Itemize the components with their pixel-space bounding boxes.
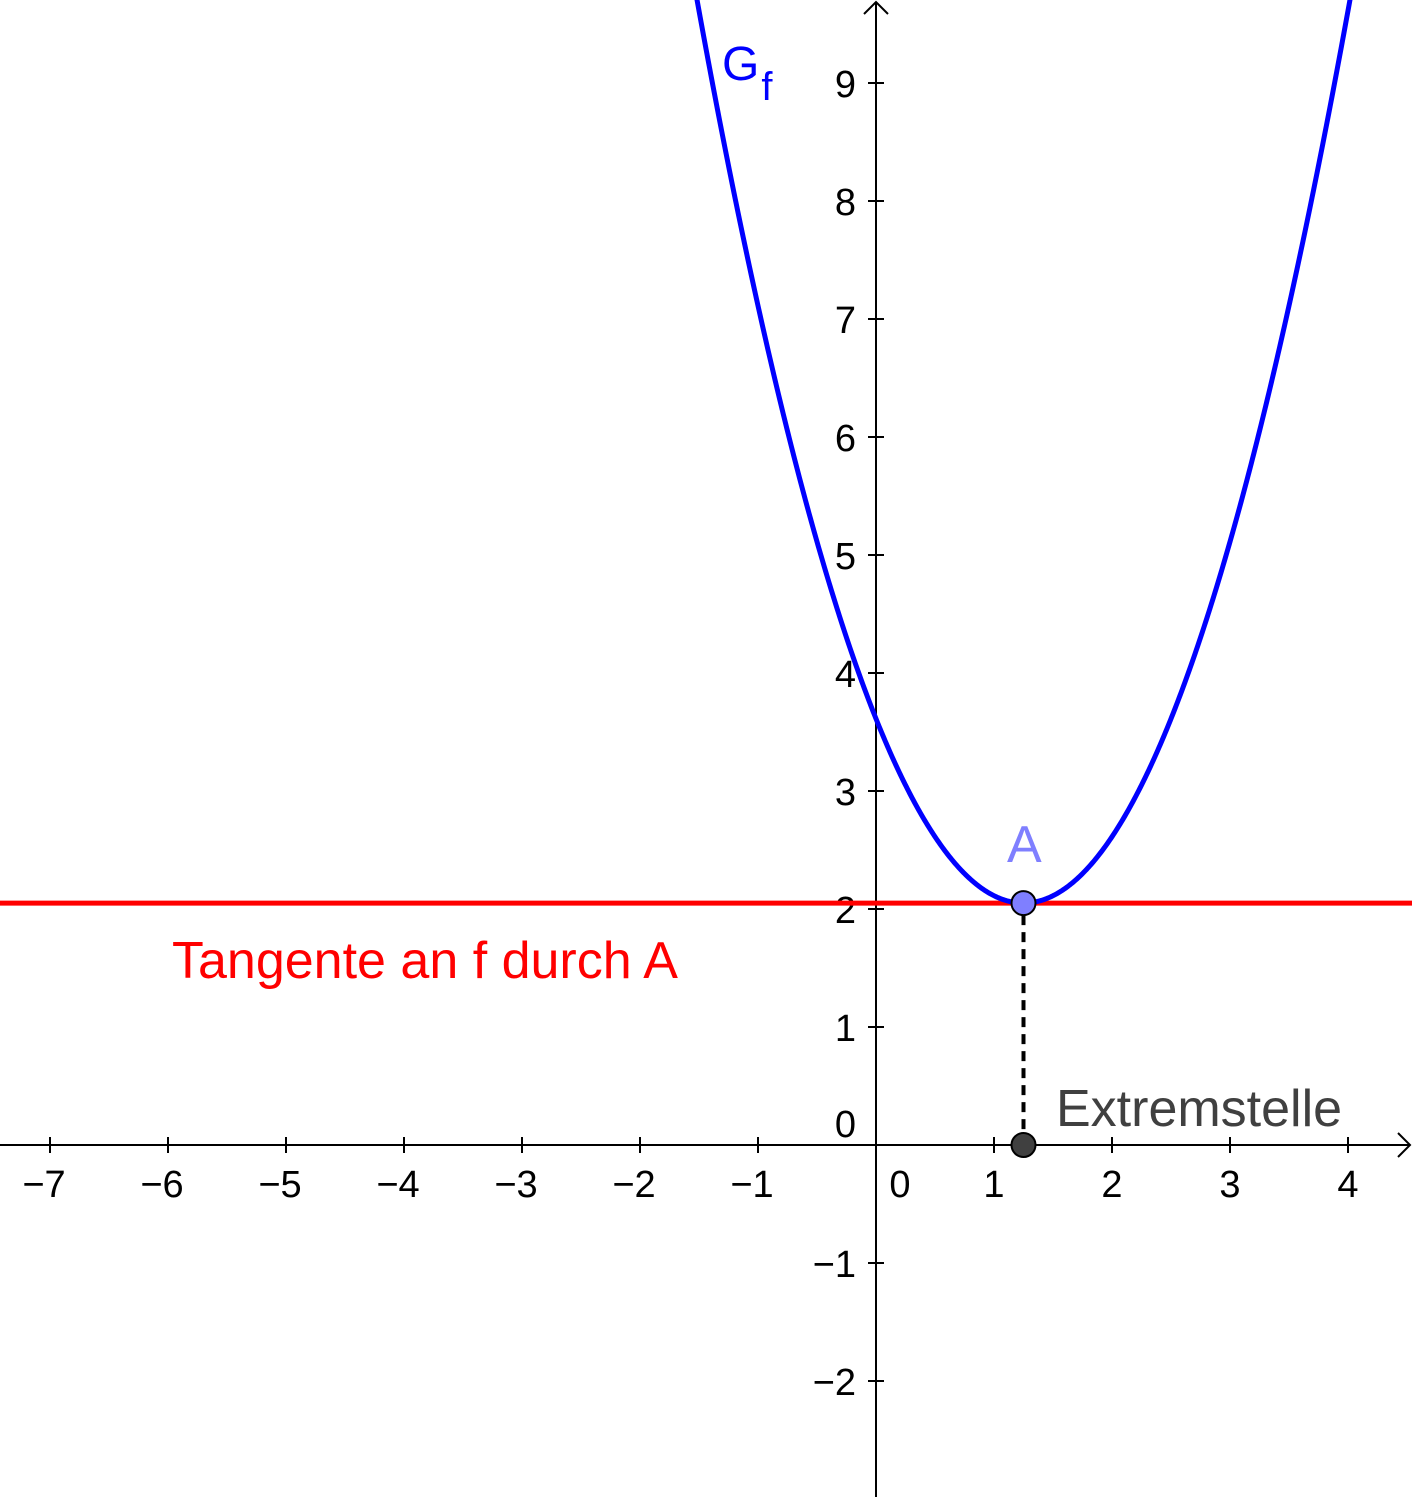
x-tick-label: −4 — [376, 1164, 419, 1206]
x-tick-label: −5 — [258, 1164, 301, 1206]
x-tick-label: 2 — [1101, 1164, 1122, 1206]
y-tick-label: −2 — [813, 1362, 856, 1404]
y-tick-label: 7 — [835, 300, 856, 342]
x-tick-label: 4 — [1337, 1164, 1358, 1206]
y-tick-label: 2 — [835, 890, 856, 932]
y-tick-label: 3 — [835, 772, 856, 814]
y-tick-label: 6 — [835, 418, 856, 460]
curve-name-label: Gf — [722, 38, 773, 109]
y-ticks: −2 −1 0 1 2 3 4 5 6 7 8 9 — [813, 64, 884, 1404]
point-extremstelle — [1010, 1132, 1037, 1158]
tangent-label: Tangente an f durch A — [172, 932, 678, 990]
y-tick-label: −1 — [813, 1244, 856, 1286]
y-tick-label: 8 — [835, 182, 856, 224]
y-tick-label: 9 — [835, 64, 856, 106]
x-ticks: −7 −6 −5 −4 −3 −2 −1 0 1 2 3 4 — [22, 1137, 1359, 1206]
x-tick-label: 1 — [983, 1164, 1004, 1206]
x-tick-label: −1 — [730, 1164, 773, 1206]
curve-name-main: G — [722, 38, 759, 91]
y-tick-label: 5 — [835, 536, 856, 578]
x-axis-arrow — [1397, 1132, 1412, 1158]
y-tick-label: 0 — [835, 1104, 856, 1146]
y-axis-arrow — [863, 0, 889, 15]
point-a — [1010, 890, 1037, 917]
point-a-label: A — [1007, 816, 1042, 874]
x-tick-label: 3 — [1219, 1164, 1240, 1206]
curve-name-subscript: f — [761, 65, 773, 109]
x-tick-label: −6 — [140, 1164, 183, 1206]
x-tick-label: −2 — [612, 1164, 655, 1206]
y-tick-label: 4 — [835, 654, 856, 696]
extremstelle-label: Extremstelle — [1056, 1080, 1342, 1138]
x-tick-label: −3 — [494, 1164, 537, 1206]
y-tick-label: 1 — [835, 1008, 856, 1050]
x-tick-label: 0 — [889, 1164, 910, 1206]
x-tick-label: −7 — [22, 1164, 65, 1206]
parabola-curve — [694, 0, 1353, 906]
